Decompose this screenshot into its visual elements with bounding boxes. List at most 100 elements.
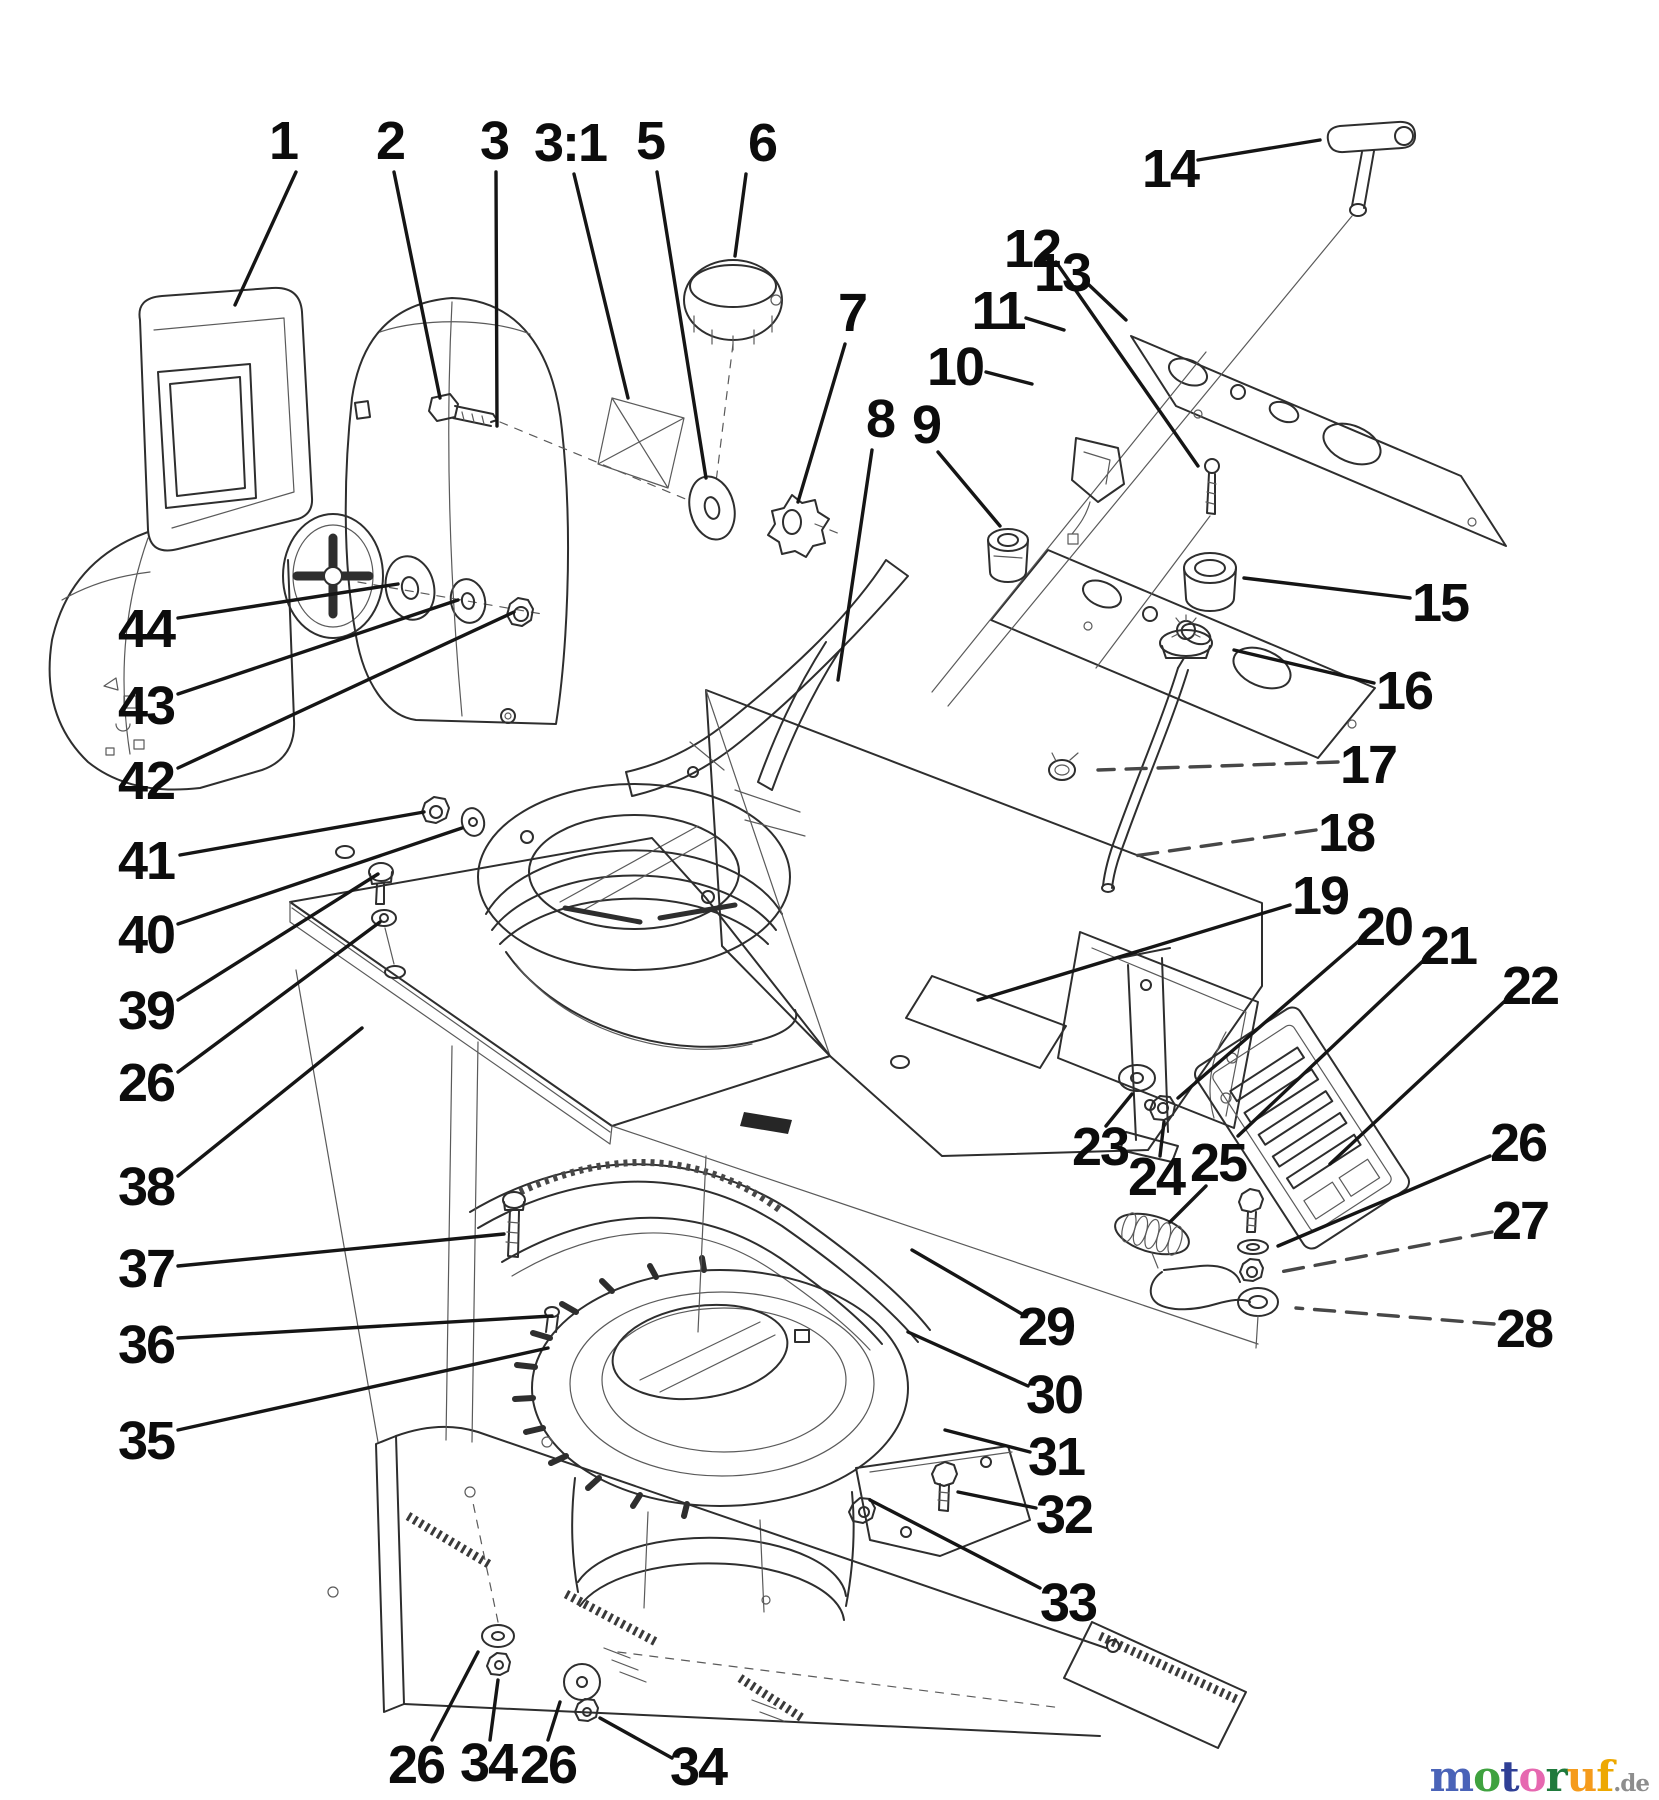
leader-line-8-7 bbox=[836, 448, 874, 682]
callout-25-24: 25 bbox=[1190, 1133, 1247, 1193]
logo-letter-r: r bbox=[1545, 1752, 1568, 1800]
leader-line-12-11 bbox=[1054, 260, 1200, 468]
leader-line-41-41 bbox=[178, 810, 426, 857]
callout-33-32: 33 bbox=[1040, 1573, 1097, 1633]
part-bolt-37 bbox=[502, 1191, 526, 1258]
part-bracket-31 bbox=[855, 1445, 1031, 1557]
leader-line-20-19 bbox=[1176, 938, 1362, 1100]
callout-8-7: 8 bbox=[866, 389, 895, 449]
callout-10-9: 10 bbox=[927, 337, 983, 397]
callout-31-30: 31 bbox=[1028, 1427, 1085, 1487]
leader-line-9-8 bbox=[936, 450, 1002, 528]
callout-35-35: 35 bbox=[118, 1411, 175, 1471]
leader-line-3:1-3 bbox=[572, 172, 630, 400]
callout-30-29: 30 bbox=[1026, 1365, 1082, 1425]
leader-line-31-30 bbox=[943, 1428, 1032, 1454]
part-bolt-32 bbox=[931, 1461, 958, 1512]
callout-26-45: 26 bbox=[388, 1735, 445, 1795]
callout-44-44: 44 bbox=[118, 599, 176, 659]
logo-letter-o: o bbox=[1518, 1752, 1546, 1800]
leader-line-43-43 bbox=[176, 598, 460, 696]
watermark-motoruf: motoruf.de bbox=[1430, 1756, 1650, 1798]
part-fuel-cap-16 bbox=[1159, 614, 1213, 669]
leader-line-22-21 bbox=[1328, 998, 1508, 1166]
part-control-panel-10 bbox=[990, 549, 1376, 759]
leader-line-35-35 bbox=[176, 1346, 550, 1432]
callout-6-5: 6 bbox=[748, 113, 777, 173]
leader-line-11-10 bbox=[1024, 316, 1066, 332]
logo-letter-u: u bbox=[1566, 1752, 1598, 1800]
part-handle-lever-8 bbox=[625, 559, 909, 797]
leader-line-6-5 bbox=[733, 172, 748, 258]
leader-line-29-28 bbox=[910, 1248, 1024, 1316]
leader-line-17-16 bbox=[1096, 760, 1340, 772]
callout-18-17: 18 bbox=[1318, 803, 1375, 863]
part-key-switch-11 bbox=[1067, 437, 1125, 545]
callout-34-34: 34 bbox=[460, 1733, 518, 1793]
leader-line-14-13 bbox=[1196, 138, 1322, 162]
callout-32-31: 32 bbox=[1036, 1485, 1092, 1545]
callout-38-38: 38 bbox=[118, 1157, 175, 1217]
leader-line-16-15 bbox=[1232, 648, 1376, 685]
part-collar-ring bbox=[477, 766, 806, 1050]
part-washer-5 bbox=[688, 475, 736, 541]
leader-line-40-40 bbox=[176, 826, 464, 926]
leader-line-36-36 bbox=[176, 1314, 554, 1340]
logo-suffix: .de bbox=[1613, 1770, 1650, 1797]
leader-line-1-0 bbox=[233, 170, 298, 307]
callout-23-22: 23 bbox=[1072, 1117, 1129, 1177]
callout-42-42: 42 bbox=[118, 751, 174, 811]
part-nut-27 bbox=[1239, 1258, 1264, 1282]
part-clamp-17 bbox=[1048, 752, 1079, 781]
leader-line-21-20 bbox=[1236, 958, 1426, 1138]
leader-line-39-39 bbox=[176, 872, 380, 1002]
logo-letter-o: o bbox=[1473, 1752, 1501, 1800]
leader-line-30-29 bbox=[906, 1330, 1030, 1388]
callout-16-15: 16 bbox=[1376, 661, 1433, 721]
callout-26-33: 26 bbox=[118, 1053, 175, 1113]
logo-letter-f: f bbox=[1596, 1752, 1614, 1800]
callout-13-12: 13 bbox=[1034, 243, 1091, 303]
part-cap-6 bbox=[683, 259, 783, 483]
callout-28-27: 28 bbox=[1496, 1299, 1553, 1359]
callout-15-14: 15 bbox=[1412, 573, 1469, 633]
callout-29-28: 29 bbox=[1018, 1297, 1075, 1357]
part-star-knob-7 bbox=[767, 494, 841, 558]
leader-line-37-37 bbox=[176, 1232, 506, 1268]
part-nut-24 bbox=[1149, 1095, 1176, 1121]
callout-26-25: 26 bbox=[1490, 1113, 1547, 1173]
part-control-panel-13 bbox=[1130, 335, 1507, 547]
leader-line-2-1 bbox=[392, 170, 442, 400]
part-nut-33 bbox=[848, 1497, 876, 1524]
part-ignition-key-14 bbox=[931, 120, 1417, 707]
callout-37-37: 37 bbox=[118, 1239, 174, 1299]
part-spring-25 bbox=[1114, 1212, 1190, 1256]
part-bracket-20-21 bbox=[1119, 947, 1238, 1163]
part-gear-ring-30 bbox=[512, 1255, 909, 1519]
part-bottom-fasteners bbox=[471, 1497, 601, 1722]
leader-line-26-45 bbox=[430, 1650, 480, 1742]
callout-41-41: 41 bbox=[118, 831, 175, 891]
leader-line-19-18 bbox=[976, 903, 1292, 1002]
leader-line-28-27 bbox=[1294, 1306, 1496, 1326]
logo-letter-m: m bbox=[1429, 1752, 1474, 1800]
callout-39-39: 39 bbox=[118, 981, 175, 1041]
callout-26-46: 26 bbox=[520, 1735, 577, 1795]
callout-1-0: 1 bbox=[269, 111, 298, 171]
part-muffler-guard-22 bbox=[1194, 1006, 1410, 1250]
part-fuel-line-18 bbox=[1101, 667, 1189, 893]
leader-line-7-6 bbox=[796, 342, 847, 504]
callout-3:1-3: 3:1 bbox=[534, 113, 607, 173]
part-spacer-15 bbox=[1183, 552, 1237, 612]
callout-14-13: 14 bbox=[1142, 139, 1200, 199]
callout-2-1: 2 bbox=[376, 111, 404, 171]
leader-line-10-9 bbox=[984, 370, 1034, 386]
part-guide-rails-29-35 bbox=[469, 1158, 931, 1351]
callout-24-23: 24 bbox=[1128, 1147, 1186, 1207]
callout-21-20: 21 bbox=[1420, 916, 1477, 976]
part-washer-23 bbox=[1118, 1064, 1156, 1092]
part-bushing-9 bbox=[987, 528, 1029, 583]
